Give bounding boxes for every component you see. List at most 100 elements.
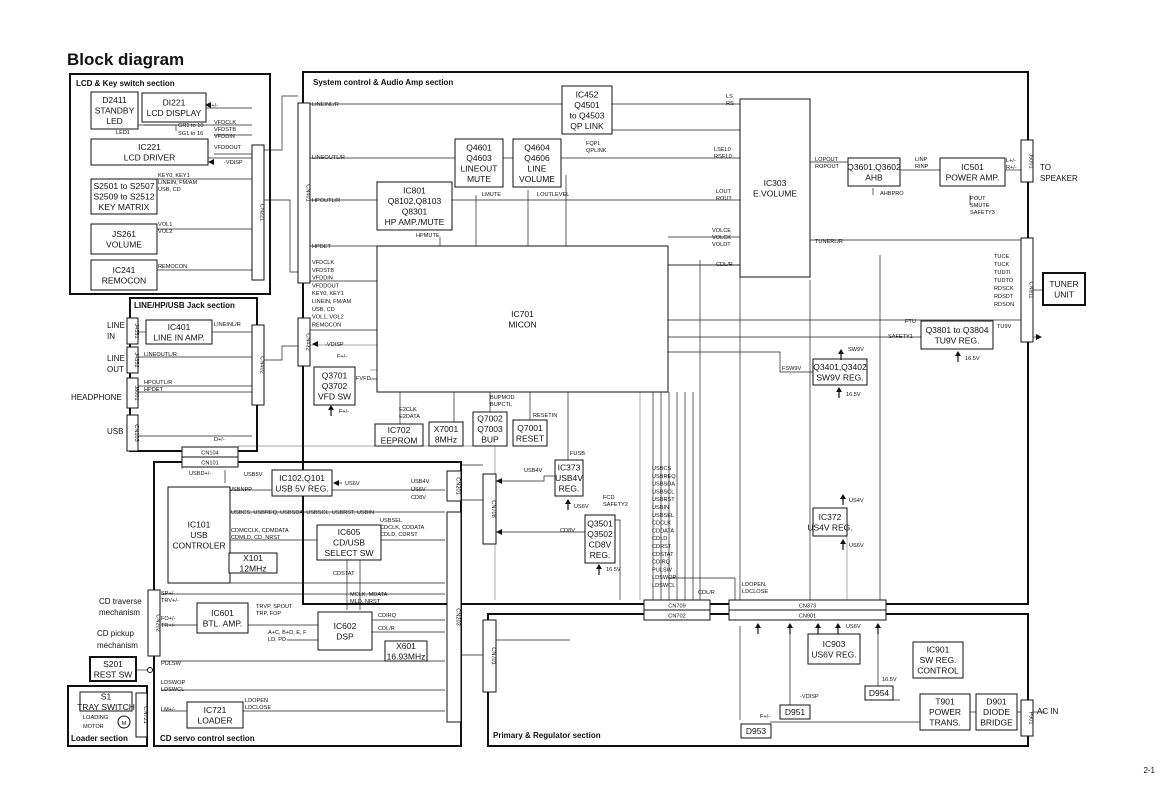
ic801-block-label-3: HP AMP./MUTE (385, 217, 445, 227)
sig-lout-1: ROUT (716, 196, 732, 202)
q3601-block-label-1: AHB (865, 172, 883, 182)
usb-label: USB (107, 427, 123, 436)
x7001-block-label-1: 8MHz (435, 434, 457, 444)
sig-us6v-c: US6V (849, 543, 864, 549)
arrow-head (596, 564, 602, 569)
sig-e2-1: E2DATA (399, 414, 420, 420)
tuner-block-label-0: TUNER (1049, 279, 1078, 289)
sig-usbsel-1: CDCLK, CDDATA (380, 525, 425, 531)
keymatrix-block-label-2: KEY MATRIX (99, 202, 150, 212)
sig-vfdclk-1: VFDSTB (214, 127, 236, 133)
s201-block-label-0: S201 (103, 659, 123, 669)
q3701-block-label-2: VFD SW (318, 392, 351, 402)
x601-block-label-0: X601 (396, 641, 416, 651)
sig-bus-12: CDIRQ (652, 560, 671, 566)
ic903-block-label-1: US6V REG. (811, 649, 856, 659)
q3701-block-label-1: Q3702 (322, 381, 348, 391)
ic241-block-label-0: IC241 (113, 265, 136, 275)
sig-cdlr-bot: CDL/R (698, 590, 715, 596)
d951-block-label-0: D951 (785, 707, 806, 717)
sig-e2-0: E2CLK (399, 407, 417, 413)
sig-lsrs-1: RS (726, 101, 734, 107)
sig-fvfd: FVFD (356, 376, 371, 382)
sig-trvp-0: TRVP, SPOUT (256, 604, 293, 610)
q4604-block-label-2: LINE (528, 163, 547, 173)
x601-block-label-1: 16.93MHz (387, 651, 426, 661)
ic903-block-label-0: IC903 (823, 639, 846, 649)
sig-bup-1: BUPCTL (490, 402, 512, 408)
ic601-block-label-0: IC601 (211, 608, 234, 618)
q3401-block-label-1: SW9V REG. (816, 372, 863, 382)
wire (136, 125, 176, 131)
sig-tuce-3: TUDTO (994, 278, 1014, 284)
ic303-block-label-1: E.VOLUME (753, 188, 797, 198)
ic605-block-label-2: SELECT SW (325, 548, 374, 558)
arrow-head (815, 623, 821, 628)
q4604-block-label-0: Q4604 (524, 142, 550, 152)
sig-pulsw: PULSW (161, 661, 182, 667)
arrow-head (312, 341, 318, 347)
sig-usbsel-2: CDLD, CDRST (380, 532, 418, 538)
d953-block-label-0: D953 (746, 726, 767, 736)
sig-ldopen-0: LDOPEN (245, 698, 268, 704)
sig-fpm-q3701: F+/- (339, 409, 349, 415)
sig-hpout-s: HPOUTL/R (312, 198, 340, 204)
cn202-label: CN202 (155, 614, 161, 631)
jack-section-title: LINE/HP/USB Jack section (134, 301, 235, 310)
sig-cdmcclk-0: CDMCCLK, CDMDATA (231, 528, 289, 534)
p901-label: P901 (1028, 711, 1034, 724)
sig-lineout-j: LINEOUTL/R (144, 352, 177, 358)
ic501-block-label-1: POWER AMP. (946, 172, 1000, 182)
sig-fopm-0: FO+/- (161, 616, 176, 622)
q7001-block-label-0: Q7001 (517, 423, 543, 433)
sig-bus-1: USBREQ (652, 474, 676, 480)
sig-lopout-0: LOPOUT (815, 157, 839, 163)
sig-tu9v: TU9V (997, 324, 1012, 330)
cn401-label: CN401 (305, 184, 311, 201)
cn203-label: CN203 (455, 608, 461, 625)
d901-block-label-0: D901 (986, 697, 1007, 707)
sig-bus-13: PULSW (652, 567, 673, 573)
sig-remocon: REMOCON (158, 264, 187, 270)
d2411-block-label-2: LED (106, 116, 123, 126)
arrow-head (875, 623, 881, 628)
arrow-head (955, 351, 961, 356)
cd-traverse-label-0: CD traverse (99, 597, 142, 606)
ic901-block-label-0: IC901 (927, 645, 950, 655)
sig-key-2: USB, CD (158, 187, 181, 193)
ic101-block-label-1: USB (190, 530, 208, 540)
ic401-block-label-0: IC401 (168, 322, 191, 332)
x7001-block-label-0: X7001 (434, 424, 459, 434)
ic702-block-label-1: EEPROM (381, 435, 418, 445)
ic721-block-label-1: LOADER (198, 715, 233, 725)
q3501-block-label-3: REG. (590, 550, 611, 560)
sig-bup-0: BUPMOD (490, 395, 515, 401)
sig-fcd-1: SAFETY2 (603, 502, 628, 508)
cn911-label: CN911 (1028, 282, 1034, 299)
sig-lopout-1: ROPOUT (815, 164, 840, 170)
d2411-block-label-1: STANDBY (95, 106, 135, 116)
sig-fsw9v: FSW9V (782, 366, 802, 372)
q3501-block-label-0: Q3501 (587, 518, 613, 528)
sig-loutlevel: LOUTLEVEL (537, 192, 569, 198)
sig-bus-6: USBSEL (652, 513, 674, 519)
cn701-label: CN701 (490, 647, 496, 664)
q7002-block-label-2: BUP (481, 435, 499, 445)
q7001-block-label-1: RESET (516, 433, 544, 443)
sig-usb4v-group-1: US6V (411, 487, 426, 493)
sig-ldswop-1: LDSWCL (161, 687, 184, 693)
cn101-label: CN101 (201, 461, 218, 467)
sig-led1: LED1 (116, 130, 130, 136)
sig-hpout-1: HPDET (144, 387, 164, 393)
j4352-label: J4352 (133, 352, 139, 367)
arrow-head (496, 529, 502, 535)
sig-165a: 16.5V (965, 356, 980, 362)
sig-lrpm-1: R+/- (1006, 165, 1017, 171)
cn721-label: CN721 (142, 706, 148, 723)
sig-vfdclk-2: VFDDIN (214, 134, 235, 140)
sig-ldopen2-0: LDOPEN, (742, 582, 767, 588)
ic701-block-label-1: MICON (508, 319, 536, 329)
ic721-block-label-0: IC721 (204, 705, 227, 715)
sig-bus-11: CDSTAT (652, 552, 674, 558)
sig-fopm-1: TR+/- (161, 623, 175, 629)
